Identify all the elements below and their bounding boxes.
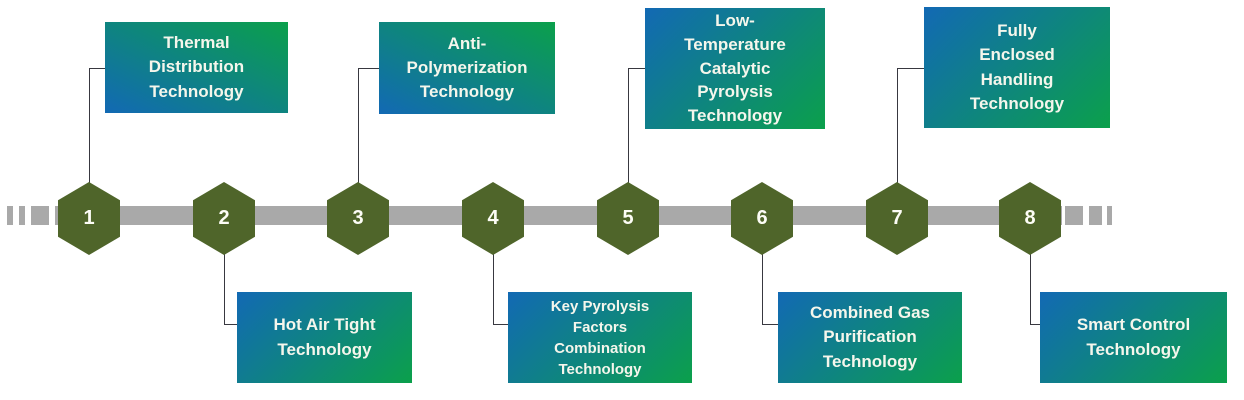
tech-label-5: Low- Temperature Catalytic Pyrolysis Tec… bbox=[684, 11, 786, 126]
hexagon-node-3: 3 bbox=[327, 182, 389, 255]
tech-box-4: Key Pyrolysis Factors Combination Techno… bbox=[508, 292, 692, 383]
node-number-2: 2 bbox=[218, 207, 230, 229]
tech-label-6: Combined Gas Purification Technology bbox=[810, 303, 930, 371]
hexagon-node-5: 5 bbox=[597, 182, 659, 255]
timeline-dash-right-2 bbox=[1089, 206, 1102, 225]
tech-box-2: Hot Air Tight Technology bbox=[237, 292, 412, 383]
hexagon-node-1: 1 bbox=[58, 182, 120, 255]
connector-line-5 bbox=[628, 68, 646, 183]
node-number-8: 8 bbox=[1024, 207, 1036, 229]
tech-label-7: Fully Enclosed Handling Technology bbox=[969, 21, 1065, 113]
timeline-bar bbox=[55, 206, 1062, 225]
node-number-3: 3 bbox=[352, 207, 364, 229]
connector-line-1 bbox=[89, 68, 106, 183]
tech-label-3: Anti- Polymerization Technology bbox=[406, 33, 528, 102]
tech-label-8: Smart Control Technology bbox=[1076, 315, 1191, 359]
timeline-dash-left-2 bbox=[19, 206, 25, 225]
hexagon-node-4: 4 bbox=[462, 182, 524, 255]
hexagon-node-8: 8 bbox=[999, 182, 1061, 255]
timeline-dash-left-3 bbox=[31, 206, 49, 225]
connector-line-4 bbox=[493, 253, 509, 325]
connector-line-7 bbox=[897, 68, 925, 183]
node-number-5: 5 bbox=[622, 207, 634, 229]
tech-label-1: Thermal Distribution Technology bbox=[148, 33, 245, 101]
node-number-6: 6 bbox=[756, 207, 768, 229]
hexagon-node-7: 7 bbox=[866, 182, 928, 255]
connector-line-3 bbox=[358, 68, 380, 183]
connector-line-8 bbox=[1030, 253, 1041, 325]
tech-label-2: Hot Air Tight Technology bbox=[273, 315, 376, 359]
node-number-1: 1 bbox=[83, 207, 95, 229]
connector-line-2 bbox=[224, 253, 238, 325]
node-number-7: 7 bbox=[891, 207, 903, 229]
hexagon-node-6: 6 bbox=[731, 182, 793, 255]
connector-line-6 bbox=[762, 253, 779, 325]
timeline-dash-right-1 bbox=[1065, 206, 1083, 225]
tech-label-4: Key Pyrolysis Factors Combination Techno… bbox=[550, 297, 650, 378]
timeline-dash-left-1 bbox=[7, 206, 13, 225]
tech-box-1: Thermal Distribution Technology bbox=[105, 22, 288, 113]
tech-box-8: Smart Control Technology bbox=[1040, 292, 1227, 383]
tech-box-3: Anti- Polymerization Technology bbox=[379, 22, 555, 114]
timeline-dash-right-3 bbox=[1107, 206, 1112, 225]
tech-box-6: Combined Gas Purification Technology bbox=[778, 292, 962, 383]
tech-box-7: Fully Enclosed Handling Technology bbox=[924, 7, 1110, 128]
node-number-4: 4 bbox=[487, 207, 499, 229]
tech-box-5: Low- Temperature Catalytic Pyrolysis Tec… bbox=[645, 8, 825, 129]
hexagon-node-2: 2 bbox=[193, 182, 255, 255]
